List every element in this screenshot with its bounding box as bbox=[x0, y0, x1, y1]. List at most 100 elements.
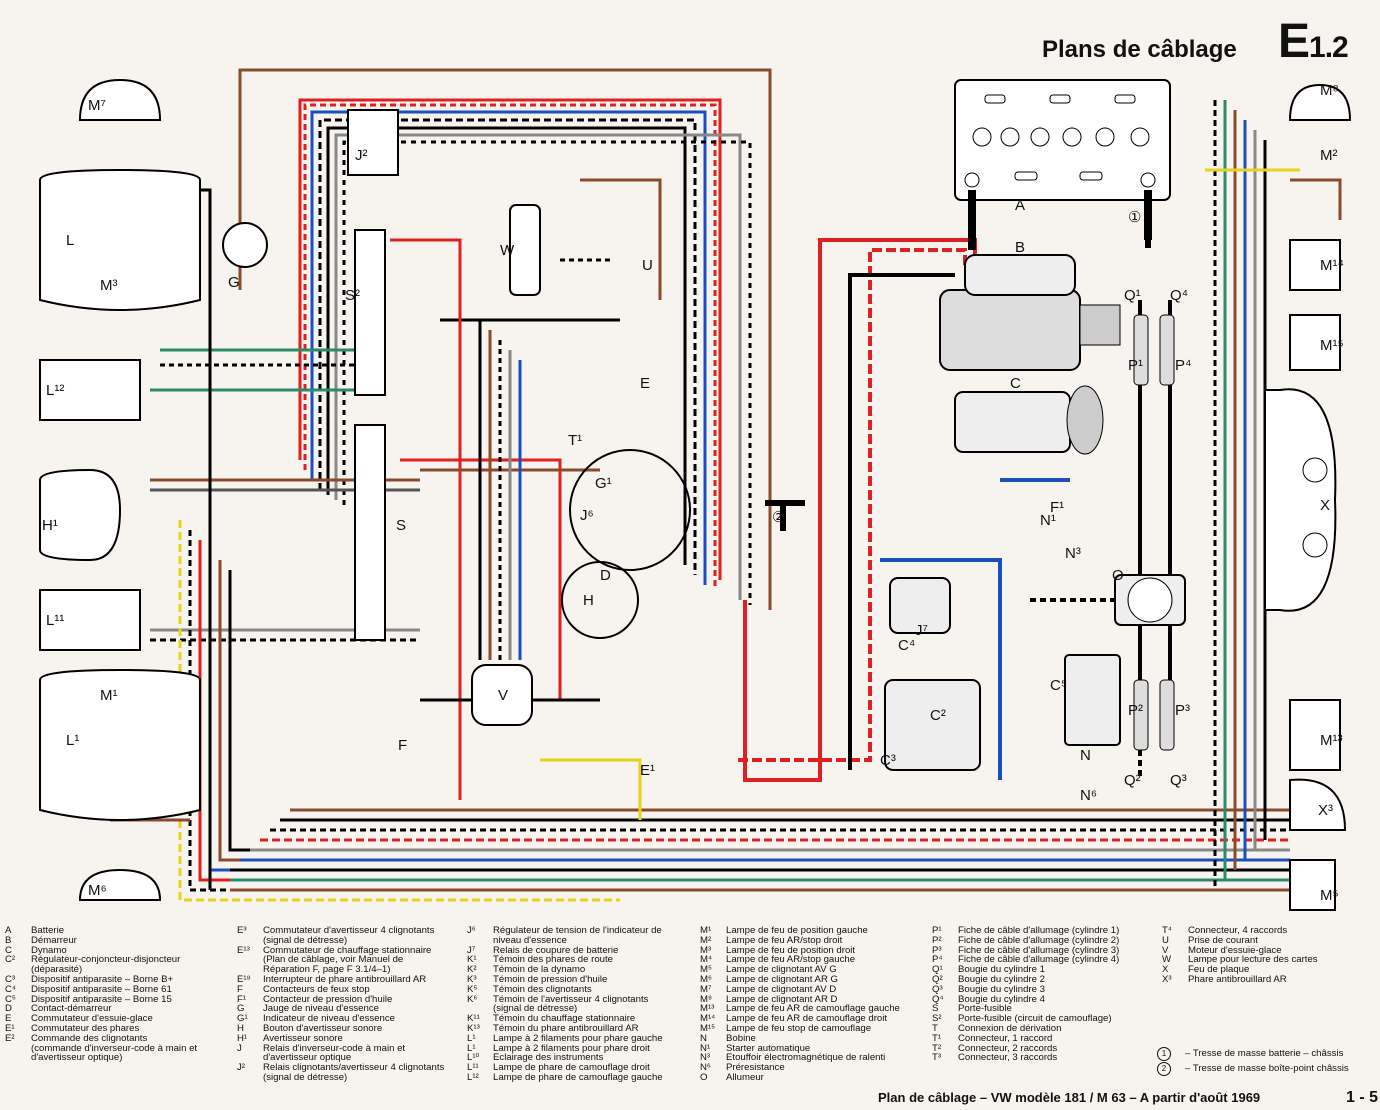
legend-item: B Démarreur bbox=[5, 934, 197, 946]
legend-key: P³ bbox=[932, 944, 942, 956]
legend-text: Commutateur de chauffage stationnaire bbox=[263, 944, 432, 956]
legend-key: H¹ bbox=[237, 1032, 248, 1044]
legend-key: S² bbox=[932, 1013, 942, 1025]
fuel-sender bbox=[222, 222, 268, 268]
legend-key: T⁴ bbox=[1162, 925, 1172, 936]
label-spark-q2: Q² bbox=[1124, 772, 1141, 789]
legend-key: Q² bbox=[932, 973, 943, 985]
label-choke: N¹ bbox=[1040, 512, 1056, 529]
label-starter: B bbox=[1015, 239, 1025, 256]
legend-text: Démarreur bbox=[31, 934, 77, 946]
legend-key: T² bbox=[932, 1042, 942, 1054]
label-socket: U bbox=[642, 257, 653, 274]
ground-straps bbox=[765, 238, 1151, 531]
legend-text: niveau d'essence bbox=[493, 934, 567, 946]
legend-key: M³ bbox=[700, 944, 712, 956]
legend-item: (signal de détresse) bbox=[237, 934, 444, 946]
legend-text: Bouton d'avertisseur sonore bbox=[263, 1022, 383, 1034]
legend-key: Q¹ bbox=[932, 964, 943, 976]
legend-key: M⁵ bbox=[700, 964, 712, 976]
legend-text: Lampe pour lecture des cartes bbox=[1188, 954, 1318, 966]
legend-key: N³ bbox=[700, 1052, 711, 1064]
legend-key: N bbox=[700, 1032, 707, 1044]
wire-bundle-right bbox=[1205, 100, 1342, 890]
label-fog-lamp: X³ bbox=[1318, 802, 1333, 819]
label-connector-t1: T¹ bbox=[568, 432, 582, 449]
regulator bbox=[884, 577, 981, 771]
legend-key: E³ bbox=[237, 925, 247, 936]
legend-text: (signal de détresse) bbox=[263, 934, 348, 946]
legend-key: M⁴ bbox=[700, 954, 713, 966]
legend-key: Q⁴ bbox=[932, 993, 944, 1005]
legend-key: M¹ bbox=[700, 925, 712, 936]
legend-text: Fiche de câble d'allumage (cylindre 3) bbox=[958, 944, 1120, 956]
legend-key: E¹ bbox=[5, 1022, 15, 1034]
legend-item: L¹⁰ Eclairage des instruments bbox=[467, 1053, 663, 1063]
legend-key: M⁷ bbox=[700, 983, 712, 995]
legend-text: Témoin des phares de route bbox=[493, 954, 613, 966]
label-lamp-m1: M¹ bbox=[100, 687, 118, 704]
legend-key bbox=[237, 1073, 263, 1083]
legend-key: A bbox=[5, 925, 12, 936]
legend-key: L¹⁰ bbox=[467, 1052, 480, 1064]
legend-key: B bbox=[5, 934, 12, 946]
legend-text: Dispositif antiparasite – Borne 15 bbox=[31, 993, 172, 1005]
legend-text: Lampe de feu AR/stop droit bbox=[726, 934, 843, 946]
legend-item: P³ Fiche de câble d'allumage (cylindre 3) bbox=[932, 944, 1120, 956]
label-headlight-switch: E¹ bbox=[640, 762, 655, 779]
legend-text: Batterie bbox=[31, 925, 65, 936]
legend-key: M⁶ bbox=[700, 973, 712, 985]
legend-text: Prise de courant bbox=[1188, 934, 1258, 946]
legend-key: G¹ bbox=[237, 1013, 248, 1025]
wire-center bbox=[390, 178, 662, 820]
legend-key: J⁶ bbox=[467, 925, 476, 936]
legend-key bbox=[5, 1053, 31, 1063]
legend-key: T³ bbox=[932, 1052, 942, 1064]
legend-text: Dispositif antiparasite – Borne 61 bbox=[31, 983, 172, 995]
label-lamp-m3: M³ bbox=[100, 277, 118, 294]
headlamps-and-lights bbox=[39, 78, 1352, 911]
legend-item: (Plan de câblage, voir Manuel de bbox=[237, 955, 444, 965]
legend-text: Lampe de phare de camouflage gauche bbox=[493, 1071, 663, 1083]
legend-text: Commutateur des phares bbox=[31, 1022, 140, 1034]
legend-text: Eclairage des instruments bbox=[493, 1052, 604, 1064]
legend-key: M¹⁵ bbox=[700, 1022, 716, 1034]
legend-key: Q³ bbox=[932, 983, 943, 995]
label-lamp-l12: L¹² bbox=[46, 382, 64, 399]
wiper-motor bbox=[471, 664, 533, 726]
label-capacitor-c3: C³ bbox=[880, 752, 896, 769]
wire-bundle-top bbox=[238, 68, 772, 610]
legend-text: Relais de coupure de batterie bbox=[493, 944, 619, 956]
legend-text: d'avertisseur optique) bbox=[31, 1052, 123, 1064]
label-ground-1: ① bbox=[1128, 209, 1141, 226]
legend-item: (signal de détresse) bbox=[467, 1004, 663, 1014]
legend-key: O bbox=[700, 1071, 708, 1083]
page-number: 1 - 5 bbox=[1346, 1089, 1379, 1106]
legend-text: Réparation F, page F 3.1/4–1) bbox=[263, 964, 391, 976]
legend-key: C⁴ bbox=[5, 983, 17, 995]
legend-text: Connexion de dérivation bbox=[958, 1022, 1062, 1034]
